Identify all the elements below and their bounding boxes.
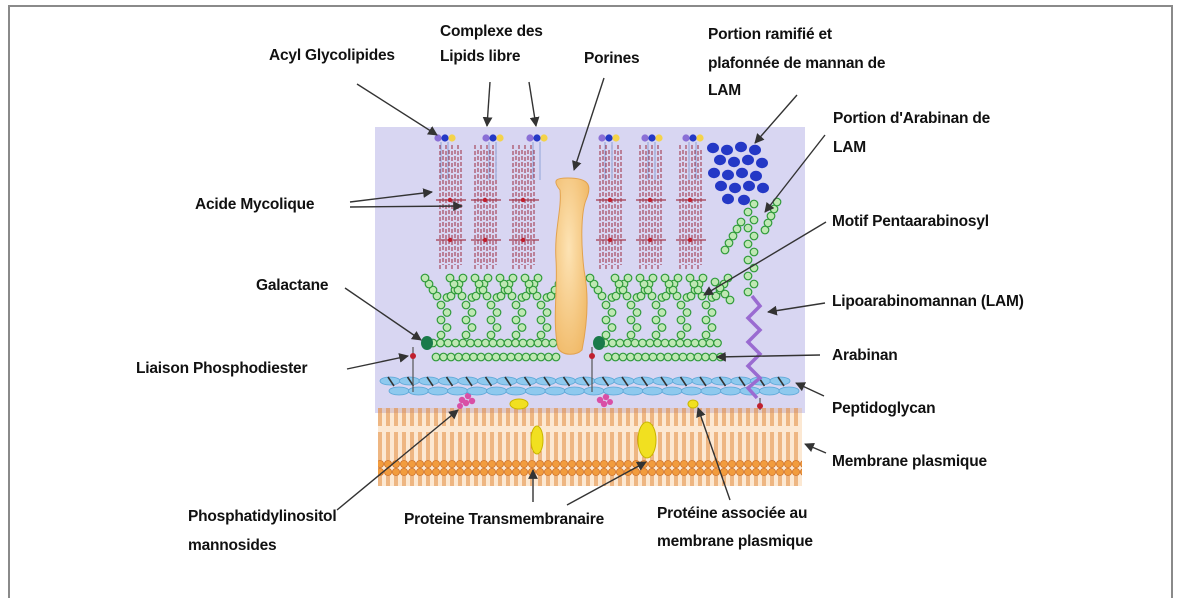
label-liaison-phosphodiester: Liaison Phosphodiester (136, 358, 307, 380)
label-acyl-glycolipides: Acyl Glycolipides (269, 45, 395, 67)
membrane-associated-protein (510, 399, 528, 409)
label-peptidoglycan: Peptidoglycan (832, 398, 935, 420)
label-galactane: Galactane (256, 275, 328, 297)
label-motif-pentaarabinosyl: Motif Pentaarabinosyl (832, 211, 989, 233)
membrane-associated-protein (688, 400, 698, 408)
transmembrane-protein (638, 422, 656, 458)
label-arabinan-lam-1: Portion d'Arabinan de (833, 108, 990, 130)
galactan-node (593, 336, 605, 350)
label-portion-ramifie-1: Portion ramifié et (708, 24, 832, 46)
label-arabinan: Arabinan (832, 345, 898, 367)
label-pim-1: Phosphatidylinositol (188, 506, 336, 528)
label-complexe-lipids-2: Lipids libre (440, 46, 520, 68)
galactan-node (421, 336, 433, 350)
label-porines: Porines (584, 48, 639, 70)
label-proteine-transmembranaire: Proteine Transmembranaire (404, 509, 604, 531)
label-complexe-lipids-1: Complexe des (440, 21, 543, 43)
porin (555, 178, 589, 354)
label-membrane-plasmique: Membrane plasmique (832, 451, 987, 473)
label-arabinan-lam-2: LAM (833, 137, 866, 159)
label-proteine-associee-2: membrane plasmique (657, 531, 813, 553)
label-portion-ramifie-2: plafonnée de mannan de (708, 53, 885, 75)
label-lipoarabinomannan: Lipoarabinomannan (LAM) (832, 291, 1024, 313)
transmembrane-protein (531, 426, 543, 454)
label-portion-ramifie-3: LAM (708, 80, 741, 102)
label-acide-mycolique: Acide Mycolique (195, 194, 314, 216)
label-proteine-associee-1: Protéine associée au (657, 503, 807, 525)
label-pim-2: mannosides (188, 535, 276, 557)
